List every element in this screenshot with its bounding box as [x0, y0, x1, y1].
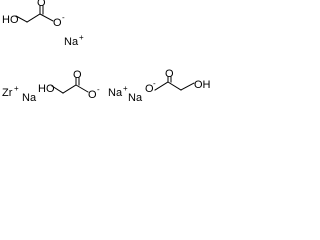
- glycolate-2-carboxylate-oxygen: O: [88, 89, 97, 101]
- zirconium: Zr +: [2, 84, 19, 99]
- sodium-3-symbol: Na: [108, 87, 123, 99]
- glycolate-2-bond-ch2-c: [62, 84, 77, 94]
- glycolate-1: HO O O -: [2, 0, 65, 29]
- sodium-2: Na: [22, 92, 37, 104]
- glycolate-1-bond-c-o: [39, 13, 54, 22]
- glycolate-2-charge: -: [97, 85, 100, 94]
- glycolate-1-carboxylate-oxygen: O: [53, 17, 62, 29]
- zirconium-symbol: Zr: [2, 87, 13, 99]
- glycolate-3-hydroxyl: OH: [194, 79, 211, 91]
- glycolate-1-hydroxyl: HO: [2, 14, 19, 26]
- glycolate-2-bond-ho-ch2: [51, 85, 64, 94]
- glycolate-3-bond-ch2-oh: [180, 82, 195, 91]
- glycolate-1-carbonyl-oxygen: O: [37, 0, 46, 9]
- chemical-structure-drawing: HO O O - Na + Zr + Na HO: [2, 0, 211, 104]
- glycolate-3: O - O OH: [145, 68, 211, 95]
- sodium-4-symbol: Na: [128, 92, 143, 104]
- glycolate-3-bond-o-c: [154, 81, 169, 91]
- sodium-3-charge: +: [123, 84, 128, 93]
- glycolate-2-hydroxyl: HO: [38, 83, 55, 95]
- glycolate-1-bond-ho-ch2: [15, 15, 28, 23]
- glycolate-1-bond-ch2-c: [26, 13, 41, 23]
- glycolate-2: HO O O -: [38, 69, 100, 101]
- sodium-1-charge: +: [79, 33, 84, 42]
- glycolate-3-carboxylate-oxygen: O: [145, 83, 154, 95]
- glycolate-3-carbonyl-oxygen: O: [165, 68, 174, 80]
- glycolate-2-bond-c-o: [75, 84, 89, 93]
- zirconium-charge: +: [14, 84, 19, 93]
- sodium-4: Na: [128, 92, 143, 104]
- glycolate-3-bond-c-ch2: [167, 81, 182, 91]
- glycolate-3-charge: -: [153, 79, 156, 88]
- sodium-1-symbol: Na: [64, 36, 79, 48]
- sodium-2-symbol: Na: [22, 92, 37, 104]
- glycolate-1-charge: -: [62, 13, 65, 22]
- chemical-structure-canvas: HO O O - Na + Zr + Na HO: [0, 0, 218, 121]
- sodium-3: Na +: [108, 84, 128, 99]
- glycolate-2-carbonyl-oxygen: O: [73, 69, 82, 81]
- sodium-1: Na +: [64, 33, 84, 48]
